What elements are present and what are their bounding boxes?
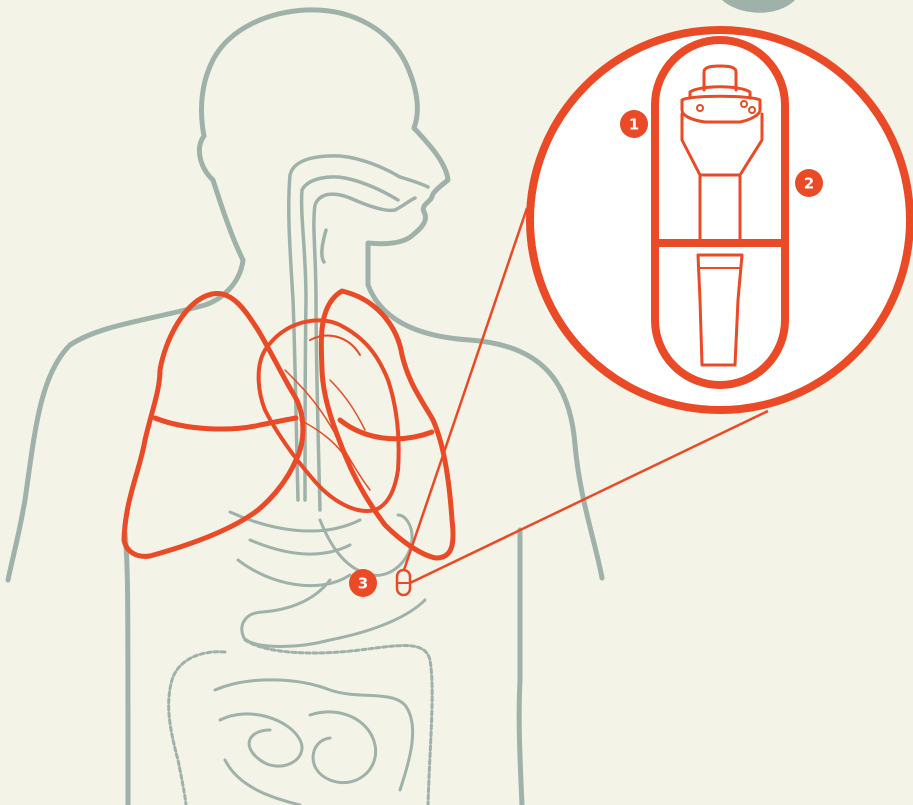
marker-3: 3 <box>349 569 377 597</box>
marker-2-label: 2 <box>804 175 814 193</box>
marker-3-label: 3 <box>358 575 368 593</box>
capsule-icon <box>397 570 410 595</box>
marker-1: 1 <box>620 110 648 138</box>
marker-1-label: 1 <box>629 116 639 134</box>
marker-2: 2 <box>795 169 823 197</box>
